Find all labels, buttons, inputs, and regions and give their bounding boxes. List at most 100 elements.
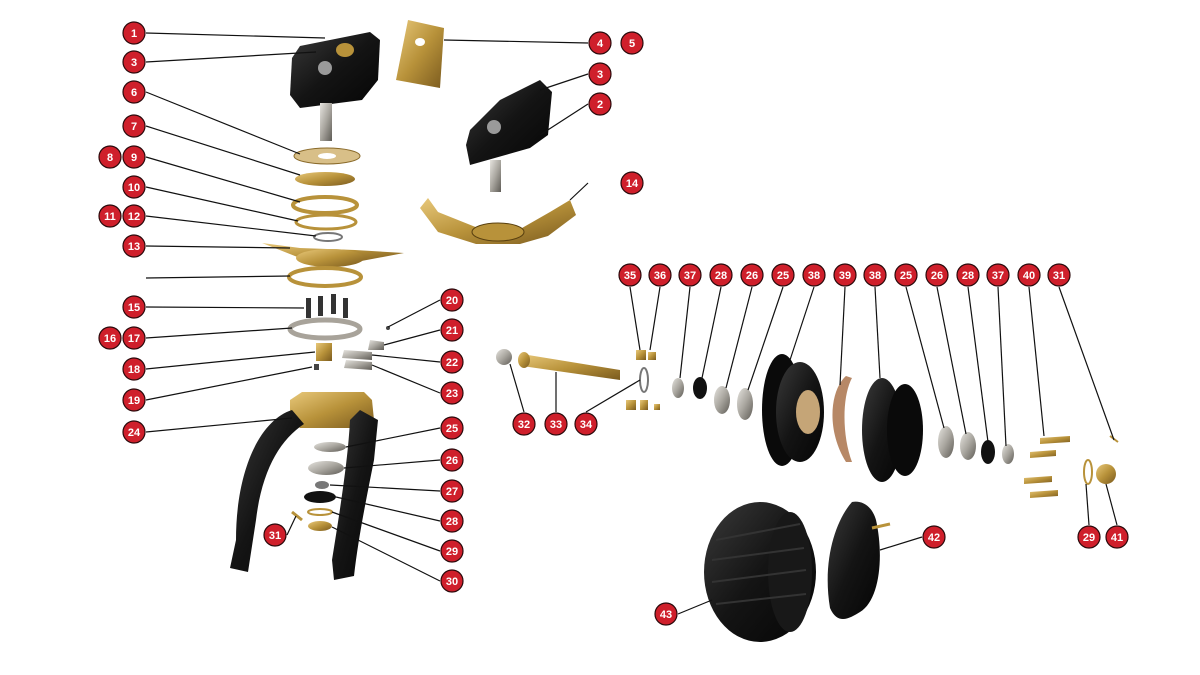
leader-line — [145, 215, 317, 237]
leader-line — [936, 286, 967, 435]
callout-number: 29 — [1083, 532, 1095, 544]
callout-badge-circle — [122, 204, 146, 228]
leader-line — [539, 73, 589, 91]
leader-line — [569, 182, 589, 201]
hub-gasket — [832, 376, 852, 462]
right-hub-half — [862, 378, 923, 482]
callout-number: 30 — [446, 576, 458, 588]
callout-number: 25 — [900, 270, 912, 282]
callout-number: 10 — [128, 182, 140, 194]
callout-badge: 35 — [618, 263, 642, 287]
callout-badge-circle — [648, 263, 672, 287]
callout-number: 6 — [131, 87, 137, 99]
callout-badge-circle — [440, 448, 464, 472]
callout-number: 38 — [869, 270, 881, 282]
callout-number: 23 — [446, 388, 458, 400]
callout-number: 34 — [580, 419, 593, 431]
leader-line — [145, 275, 291, 279]
callout-badge-circle — [588, 62, 612, 86]
callout-number: 17 — [128, 333, 140, 345]
callout-number: 31 — [1053, 270, 1065, 282]
leader-line — [145, 186, 299, 222]
callout-badge: 17 — [122, 326, 146, 350]
leader-line — [1105, 483, 1118, 526]
callout-badge-circle — [122, 234, 146, 258]
leader-line — [345, 427, 441, 448]
callout-badge: 37 — [678, 263, 702, 287]
leader-line — [874, 286, 881, 379]
leader-line — [1028, 286, 1045, 437]
callout-badge-circle — [122, 21, 146, 45]
callout-badge-circle — [1017, 263, 1041, 287]
top-plate-fixed — [290, 32, 380, 141]
leader-line — [145, 417, 293, 433]
leader-line — [1085, 483, 1090, 526]
callout-number: 24 — [128, 427, 141, 439]
callout-badge-circle — [620, 171, 644, 195]
callout-number: 2 — [597, 99, 603, 111]
leader-line — [343, 459, 441, 469]
callout-badge-circle — [122, 326, 146, 350]
callout-badge: 36 — [648, 263, 672, 287]
callout-number: 12 — [128, 211, 140, 223]
callout-badge-circle — [588, 92, 612, 116]
callout-number: 31 — [269, 530, 281, 542]
hub-bolts — [1024, 436, 1070, 498]
callout-badge-circle — [802, 263, 826, 287]
callout-badge: 15 — [122, 295, 146, 319]
callout-badge: 22 — [440, 350, 464, 374]
leader-line — [145, 125, 301, 176]
callout-number: 14 — [626, 178, 639, 190]
leader-line — [371, 354, 441, 363]
callout-badge: 28 — [709, 263, 733, 287]
callout-badge-circle — [925, 263, 949, 287]
callout-badge-circle — [574, 412, 598, 436]
callout-badge-circle — [98, 204, 122, 228]
callout-number: 26 — [931, 270, 943, 282]
right-bearing-stack — [938, 426, 1014, 464]
callout-badge-circle — [544, 412, 568, 436]
callout-number: 35 — [624, 270, 636, 282]
callout-badge: 19 — [122, 388, 146, 412]
leader-line — [997, 286, 1007, 447]
callout-badge-circle — [263, 523, 287, 547]
leader-line — [145, 245, 291, 249]
callout-badge: 6 — [122, 80, 146, 104]
callout-number: 40 — [1023, 270, 1035, 282]
callout-number: 4 — [597, 38, 604, 50]
leader-line — [443, 39, 589, 44]
callout-badge: 29 — [1077, 525, 1101, 549]
callout-badge: 41 — [1105, 525, 1129, 549]
callout-badge: 26 — [440, 448, 464, 472]
leader-line — [145, 91, 301, 155]
inner-tube — [827, 501, 891, 620]
caster-fork — [230, 392, 378, 580]
callout-badge: 13 — [122, 234, 146, 258]
leader-line — [145, 156, 301, 203]
nut-and-spacer-group — [626, 350, 660, 410]
callout-badge: 2 — [588, 92, 612, 116]
callout-number: 33 — [550, 419, 562, 431]
leader-line — [145, 366, 313, 401]
callout-badge-circle — [122, 175, 146, 199]
left-hub-half — [762, 354, 824, 466]
callout-badge-circle — [440, 479, 464, 503]
callout-number: 13 — [128, 241, 140, 253]
axle-nut — [1083, 435, 1119, 485]
callout-number: 9 — [131, 152, 137, 164]
callout-badge-circle — [440, 381, 464, 405]
callout-badge-circle — [620, 31, 644, 55]
callout-badge: 23 — [440, 381, 464, 405]
callout-badge-circle — [863, 263, 887, 287]
callout-badge: 24 — [122, 420, 146, 444]
leader-line — [331, 511, 441, 552]
callout-number: 7 — [131, 121, 137, 133]
callout-badge-circle — [1047, 263, 1071, 287]
callout-badge-circle — [588, 31, 612, 55]
leader-line — [331, 526, 441, 582]
callout-number: 16 — [104, 333, 116, 345]
callout-badge-circle — [122, 357, 146, 381]
callout-number: 22 — [446, 357, 458, 369]
callout-badge-circle — [1105, 525, 1129, 549]
